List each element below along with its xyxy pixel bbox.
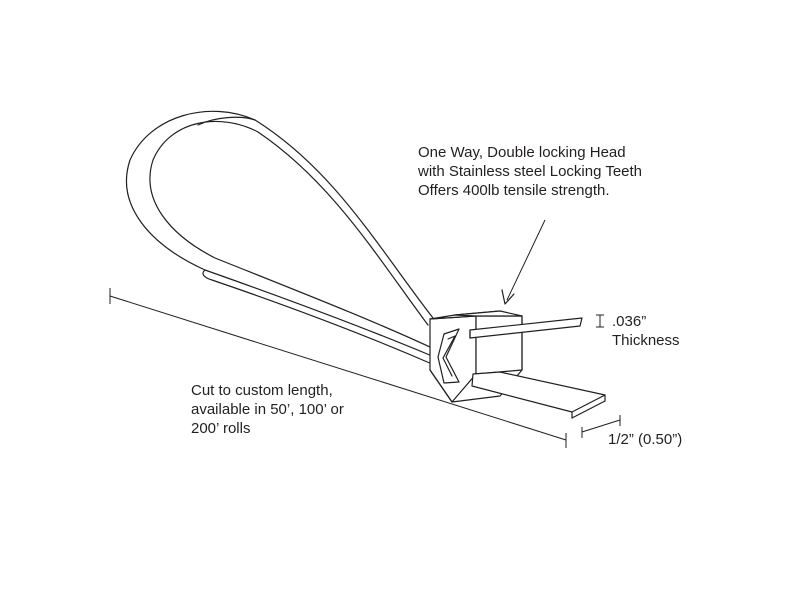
length-annotation: Cut to custom length, available in 50’, … [191,381,344,438]
length-annotation-line-2: available in 50’, 100’ or [191,401,344,418]
width-value: 1/2” (0.50”) [608,431,683,448]
strap-lower-edge [202,269,433,365]
head-annotation: One Way, Double locking Head with Stainl… [418,143,642,200]
thickness-marker [596,314,604,328]
thickness-label: Thickness [612,332,680,349]
thickness-value: .036” [612,313,647,330]
strap-loop-edge [197,116,256,126]
head-annotation-line-1: One Way, Double locking Head [418,144,626,161]
head-annotation-line-2: with Stainless steel Locking Teeth [418,163,643,180]
head-annotation-line-3: Offers 400lb tensile strength. [418,182,610,199]
strap-loop-inner [149,120,433,349]
thickness-annotation: .036” Thickness [612,312,680,350]
width-annotation: 1/2” (0.50”) [608,430,682,449]
locking-teeth [437,328,460,384]
strap-lower-tail [471,371,606,413]
width-dimension-marker [581,415,621,438]
length-dimension-line [109,288,567,448]
strap-loop-outer [125,110,434,357]
head-arrow [501,219,546,305]
length-annotation-line-3: 200’ rolls [191,420,251,437]
length-annotation-line-1: Cut to custom length, [191,382,333,399]
